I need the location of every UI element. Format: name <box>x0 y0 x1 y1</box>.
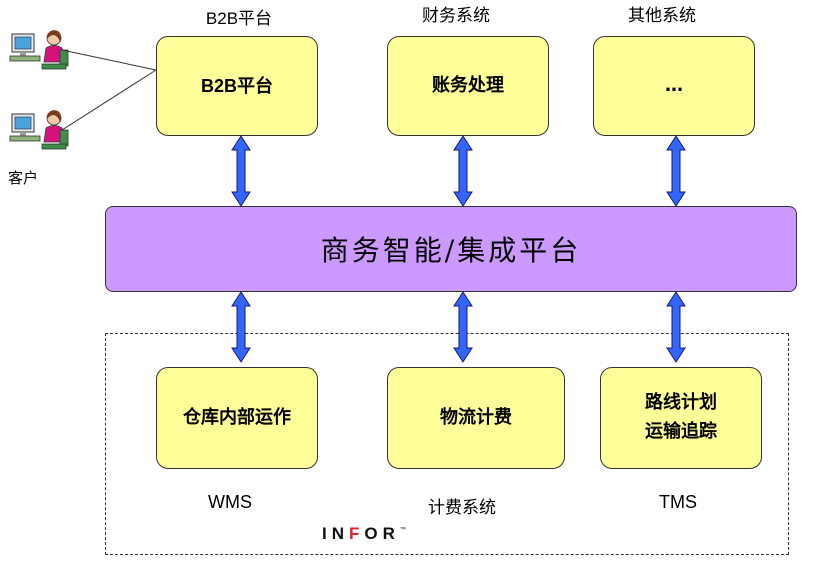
accounting-label: 账务处理 <box>432 74 504 96</box>
other-arrow <box>666 135 686 207</box>
wms-caption: WMS <box>208 492 252 512</box>
tms-caption: TMS <box>659 492 697 512</box>
bi-integration-label: 商务智能/集成平台 <box>320 234 582 267</box>
logistics-billing-box: 物流计费 <box>387 367 565 469</box>
logo-text-or: OR <box>364 524 400 543</box>
b2b-platform-box: B2B平台 <box>156 36 318 136</box>
b2b-platform-label: B2B平台 <box>200 75 273 96</box>
other-systems-caption: 其他系统 <box>628 6 696 26</box>
b2b-arrow <box>231 135 251 207</box>
customer-icon-1 <box>9 29 69 70</box>
finance-caption: 财务系统 <box>422 6 490 26</box>
warehouse-ops-label: 仓库内部运作 <box>183 406 291 428</box>
infor-logo: INFOR™ <box>322 524 406 544</box>
customer-1-connector <box>61 49 157 71</box>
route-planning-label: 路线计划 <box>645 392 717 414</box>
b2b-caption: B2B平台 <box>205 9 273 28</box>
logo-text-in: IN <box>322 524 349 543</box>
finance-arrow <box>453 135 473 207</box>
logo-text-f: F <box>349 524 365 543</box>
logo-trademark: ™ <box>399 527 406 533</box>
other-systems-box: … <box>593 36 755 136</box>
customer-icon-2 <box>9 109 69 150</box>
bi-integration-platform: 商务智能/集成平台 <box>105 206 797 292</box>
transport-tracking-label: 运输追踪 <box>645 421 717 442</box>
logistics-billing-label: 物流计费 <box>440 406 512 428</box>
route-transport-box: 路线计划 运输追踪 <box>600 367 762 469</box>
tms-arrow <box>666 291 686 363</box>
warehouse-ops-box: 仓库内部运作 <box>156 367 318 469</box>
accounting-box: 账务处理 <box>387 36 549 136</box>
bottom-systems-group <box>105 333 789 555</box>
customer-label: 客户 <box>8 169 39 187</box>
billing-system-caption: 计费系统 <box>428 498 496 518</box>
other-systems-label: … <box>665 74 683 96</box>
wms-arrow <box>231 291 251 363</box>
billing-arrow <box>453 291 473 363</box>
customer-2-connector <box>61 69 157 131</box>
